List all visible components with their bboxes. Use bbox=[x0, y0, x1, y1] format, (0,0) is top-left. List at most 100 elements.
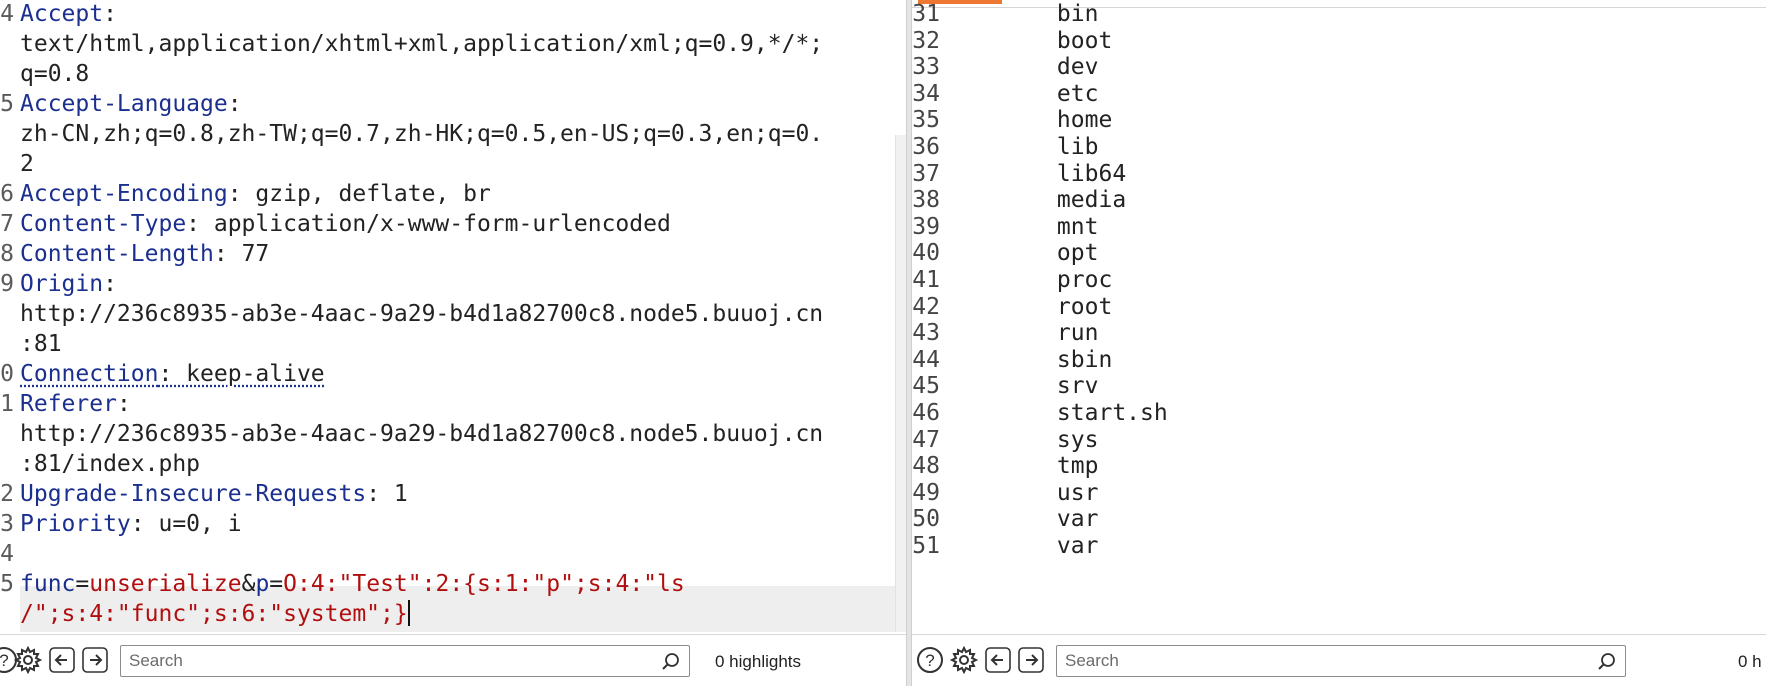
search-icon[interactable] bbox=[661, 652, 681, 672]
line-code: mnt bbox=[960, 213, 1099, 240]
line-number: 47 bbox=[912, 426, 940, 453]
settings-icon[interactable] bbox=[12, 644, 44, 676]
code-token: zh-CN,zh;q=0.8,zh-TW;q=0.7,zh-HK;q=0.5,e… bbox=[20, 121, 824, 147]
search-input[interactable] bbox=[121, 646, 689, 676]
previous-arrow-icon[interactable] bbox=[46, 644, 78, 676]
svg-text:?: ? bbox=[0, 651, 9, 670]
response-line: 43 run bbox=[912, 320, 1766, 347]
code-token: :81/index.php bbox=[20, 451, 201, 477]
help-icon[interactable]: ? bbox=[914, 644, 946, 676]
response-line: 39 mnt bbox=[912, 214, 1766, 241]
line-code: text/html,application/xhtml+xml,applicat… bbox=[20, 29, 823, 59]
line-code: zh-CN,zh;q=0.8,zh-TW;q=0.7,zh-HK;q=0.5,e… bbox=[20, 119, 823, 149]
line-number: 9 bbox=[0, 271, 14, 297]
line-code: /";s:4:"func";s:6:"system";} bbox=[20, 599, 410, 629]
request-line: 14 bbox=[0, 539, 906, 569]
code-token: : keep-alive bbox=[158, 361, 325, 387]
code-token: Accept-Language bbox=[20, 91, 228, 117]
line-number: 32 bbox=[912, 27, 940, 54]
settings-icon[interactable] bbox=[948, 644, 980, 676]
code-token: Content-Type bbox=[20, 211, 187, 237]
line-number: 4 bbox=[0, 1, 14, 27]
search-box[interactable] bbox=[120, 645, 690, 677]
request-line: /";s:4:"func";s:6:"system";} bbox=[0, 599, 906, 629]
line-code: q=0.8 bbox=[20, 59, 89, 89]
line-number: 43 bbox=[912, 320, 940, 347]
line-code: func=unserialize&p=O:4:"Test":2:{s:1:"p"… bbox=[20, 569, 685, 599]
line-number: 50 bbox=[912, 506, 940, 533]
code-token: Content-Length bbox=[20, 241, 214, 267]
line-code: etc bbox=[960, 80, 1099, 107]
line-code: lib bbox=[960, 134, 1099, 160]
line-code: run bbox=[960, 320, 1099, 347]
request-line: zh-CN,zh;q=0.8,zh-TW;q=0.7,zh-HK;q=0.5,e… bbox=[0, 119, 906, 149]
search-input[interactable] bbox=[1057, 646, 1625, 676]
code-token: Upgrade-Insecure-Requests bbox=[20, 481, 367, 507]
code-token: :81 bbox=[20, 331, 62, 357]
highlights-count: 0 highlights bbox=[715, 652, 802, 671]
next-arrow-icon[interactable] bbox=[1015, 644, 1047, 676]
line-number: 38 bbox=[912, 187, 940, 214]
code-token: text/html,application/xhtml+xml,applicat… bbox=[20, 31, 824, 57]
response-line: 33 dev bbox=[912, 54, 1766, 81]
line-number: 48 bbox=[912, 453, 940, 480]
line-code: Origin: bbox=[20, 269, 117, 299]
code-token: http://236c8935-ab3e-4aac-9a29-b4d1a8270… bbox=[20, 421, 824, 447]
line-number: 15 bbox=[0, 571, 14, 597]
line-code: start.sh bbox=[960, 400, 1168, 426]
line-code: lib64 bbox=[960, 160, 1127, 187]
line-code: Upgrade-Insecure-Requests: 1 bbox=[20, 479, 408, 509]
request-line: http://236c8935-ab3e-4aac-9a29-b4d1a8270… bbox=[0, 419, 906, 449]
line-code: http://236c8935-ab3e-4aac-9a29-b4d1a8270… bbox=[20, 299, 823, 329]
code-token: Accept-Encoding bbox=[20, 181, 228, 207]
code-token: : bbox=[103, 1, 117, 27]
code-token: Priority bbox=[20, 511, 131, 537]
request-line: 2 bbox=[0, 149, 906, 179]
line-code: dev bbox=[960, 54, 1099, 81]
code-token: unserialize bbox=[89, 571, 242, 597]
previous-arrow-icon[interactable] bbox=[982, 644, 1014, 676]
line-code: Content-Length: 77 bbox=[20, 239, 269, 269]
line-number: 35 bbox=[912, 107, 940, 134]
line-number: 51 bbox=[912, 533, 940, 559]
line-number: 39 bbox=[912, 213, 940, 240]
code-token: func bbox=[20, 571, 76, 597]
response-line: 45 srv bbox=[912, 373, 1766, 400]
line-code: 2 bbox=[20, 149, 34, 179]
line-number: 36 bbox=[912, 134, 940, 160]
line-code: http://236c8935-ab3e-4aac-9a29-b4d1a8270… bbox=[20, 419, 823, 449]
search-box[interactable] bbox=[1056, 645, 1626, 677]
line-number: 45 bbox=[912, 373, 940, 400]
next-arrow-icon[interactable] bbox=[79, 644, 111, 676]
request-search-bar: ? 0 highlights bbox=[0, 634, 906, 686]
pane-divider[interactable] bbox=[906, 0, 912, 686]
line-code: sys bbox=[960, 426, 1099, 453]
svg-text:?: ? bbox=[925, 651, 934, 670]
response-line: 37 lib64 bbox=[912, 161, 1766, 188]
vertical-scrollbar[interactable] bbox=[895, 135, 906, 632]
code-token: Origin bbox=[20, 271, 104, 297]
line-number: 37 bbox=[912, 160, 940, 187]
response-line: 40 opt bbox=[912, 240, 1766, 267]
code-token: : bbox=[116, 391, 131, 417]
search-icon[interactable] bbox=[1597, 652, 1617, 672]
request-line: :81 bbox=[0, 329, 906, 359]
code-token: : 77 bbox=[213, 241, 270, 267]
code-token: http://236c8935-ab3e-4aac-9a29-b4d1a8270… bbox=[20, 301, 824, 327]
response-line: 36 lib bbox=[912, 134, 1766, 161]
code-token: : bbox=[227, 91, 242, 117]
line-number: 44 bbox=[912, 346, 940, 373]
line-number: 33 bbox=[912, 54, 940, 81]
code-token: : u=0, i bbox=[130, 511, 242, 537]
response-line: 32 boot bbox=[912, 28, 1766, 55]
line-code: Accept: bbox=[20, 0, 117, 29]
response-line: 41 proc bbox=[912, 267, 1766, 294]
line-number: 46 bbox=[912, 400, 940, 426]
